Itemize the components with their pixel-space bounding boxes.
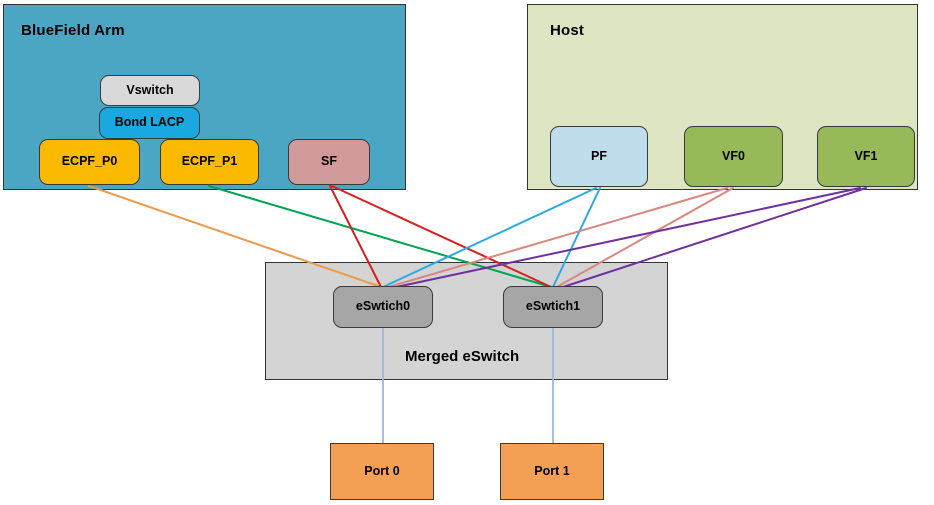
node-pf-label: PF bbox=[591, 148, 607, 163]
node-eswitch1[interactable]: eSwtich1 bbox=[503, 286, 603, 328]
node-port1-label: Port 1 bbox=[534, 463, 570, 478]
node-sf-label: SF bbox=[321, 154, 337, 169]
node-port0[interactable]: Port 0 bbox=[330, 443, 434, 500]
node-vf1-label: VF1 bbox=[854, 148, 878, 163]
node-port0-label: Port 0 bbox=[364, 463, 400, 478]
node-sf[interactable]: SF bbox=[288, 139, 370, 185]
panel-bluefield-arm-title: BlueField Arm bbox=[21, 22, 125, 39]
node-ecpf_p1[interactable]: ECPF_P1 bbox=[160, 139, 259, 185]
node-pf[interactable]: PF bbox=[550, 126, 648, 187]
node-bond_lacp[interactable]: Bond LACP bbox=[99, 107, 200, 139]
node-vf1[interactable]: VF1 bbox=[817, 126, 915, 187]
node-eswitch1-label: eSwtich1 bbox=[525, 299, 581, 314]
node-port1[interactable]: Port 1 bbox=[500, 443, 604, 500]
node-eswitch0-label: eSwtich0 bbox=[355, 299, 411, 314]
node-vf0-label: VF0 bbox=[722, 148, 745, 163]
node-vswitch-label: Vswitch bbox=[126, 82, 174, 97]
panel-host-title: Host bbox=[550, 22, 585, 39]
node-eswitch0[interactable]: eSwtich0 bbox=[333, 286, 433, 328]
node-vf0[interactable]: VF0 bbox=[684, 126, 783, 187]
node-vswitch[interactable]: Vswitch bbox=[100, 75, 200, 106]
node-ecpf_p1-label: ECPF_P1 bbox=[181, 154, 238, 169]
merged-eswitch-label: Merged eSwitch bbox=[405, 348, 520, 365]
node-ecpf_p0-label: ECPF_P0 bbox=[61, 154, 118, 169]
node-ecpf_p0[interactable]: ECPF_P0 bbox=[39, 139, 140, 185]
node-bond_lacp-label: Bond LACP bbox=[114, 115, 185, 130]
